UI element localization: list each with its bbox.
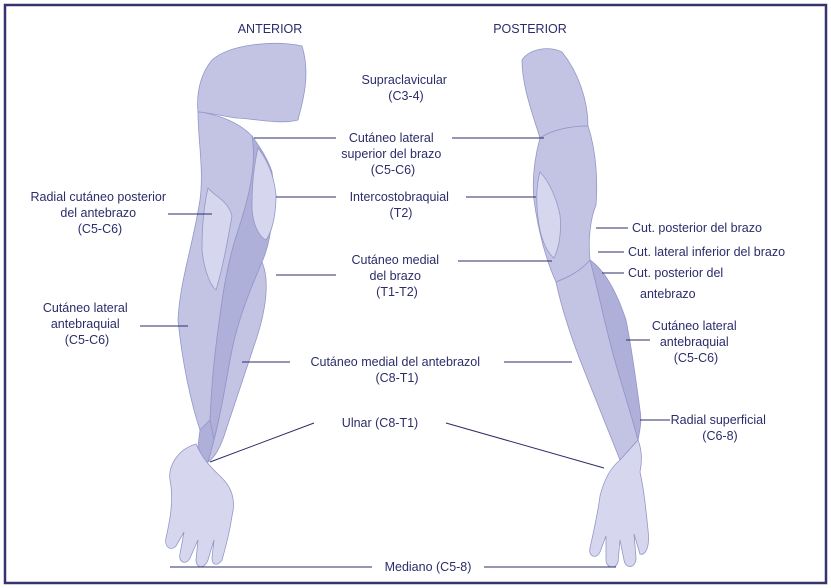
label-cut-lat-inf-brazo: Cut. lateral inferior del brazo xyxy=(628,245,785,259)
label-mediano: Mediano (C5-8) xyxy=(385,560,472,574)
posterior-title: POSTERIOR xyxy=(493,22,567,36)
label-ulnar: Ulnar (C8-T1) xyxy=(342,416,418,430)
label-cut-post-brazo: Cut. posterior del brazo xyxy=(632,221,762,235)
anterior-title: ANTERIOR xyxy=(238,22,303,36)
